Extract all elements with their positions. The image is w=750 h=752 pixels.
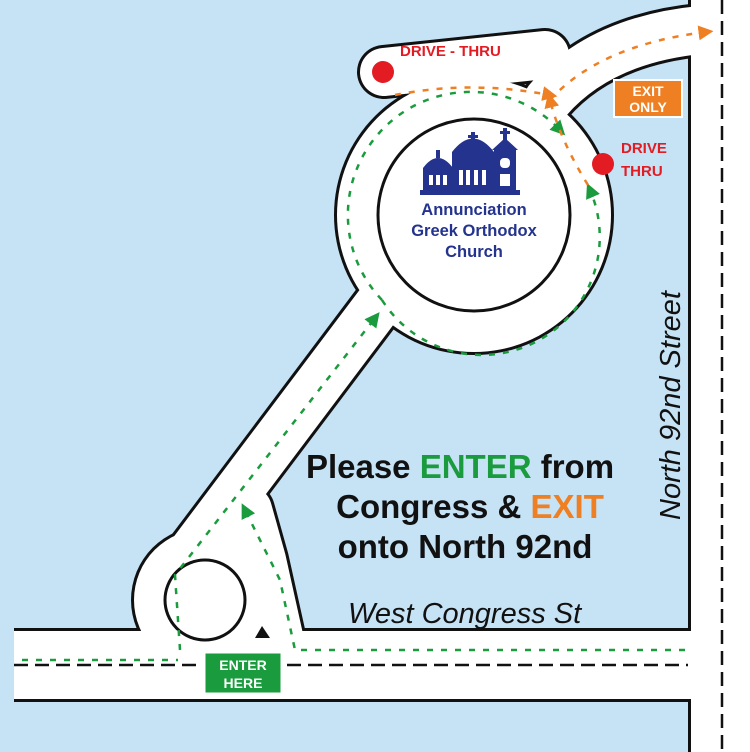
- north-92nd-street-label: North 92nd Street: [655, 289, 687, 520]
- entry-route: [22, 90, 685, 662]
- message-enter-word: ENTER: [420, 448, 532, 485]
- church-icon: [420, 128, 520, 195]
- lane-dividers: [14, 0, 724, 752]
- enter-here-line2: HERE: [224, 675, 263, 691]
- loop-island: [163, 558, 247, 642]
- west-congress-street-label: West Congress St: [348, 598, 583, 630]
- church-name-line3: Church: [445, 243, 503, 261]
- drive-thru-top-label: DRIVE - THRU: [400, 43, 501, 60]
- drive-thru-marker-right: [592, 153, 614, 175]
- svg-text:Please ENTER from: Please ENTER from: [306, 448, 614, 485]
- message-line1-prefix: Please: [306, 448, 420, 485]
- exit-route: [394, 25, 714, 186]
- svg-text:Congress & EXIT: Congress & EXIT: [336, 488, 604, 525]
- message-line2-prefix: Congress &: [336, 488, 530, 525]
- exit-only-badge: EXIT ONLY: [613, 79, 683, 118]
- drive-thru-right-label-line2: THRU: [621, 163, 663, 180]
- drive-thru-right-label-line1: DRIVE: [621, 140, 667, 157]
- church-name-line2: Greek Orthodox: [411, 222, 537, 240]
- message-line3: onto North 92nd: [338, 528, 593, 565]
- instruction-message: Please ENTER from Congress & EXIT onto N…: [306, 448, 614, 565]
- exit-only-line1: EXIT: [632, 83, 664, 99]
- exit-only-line2: ONLY: [629, 99, 667, 115]
- church-name-line1: Annunciation: [421, 201, 526, 219]
- message-exit-word: EXIT: [531, 488, 604, 525]
- enter-here-badge: ENTER HERE: [202, 650, 284, 696]
- drive-thru-marker-top: [372, 61, 394, 83]
- message-line1-suffix: from: [532, 448, 615, 485]
- enter-here-line1: ENTER: [219, 657, 266, 673]
